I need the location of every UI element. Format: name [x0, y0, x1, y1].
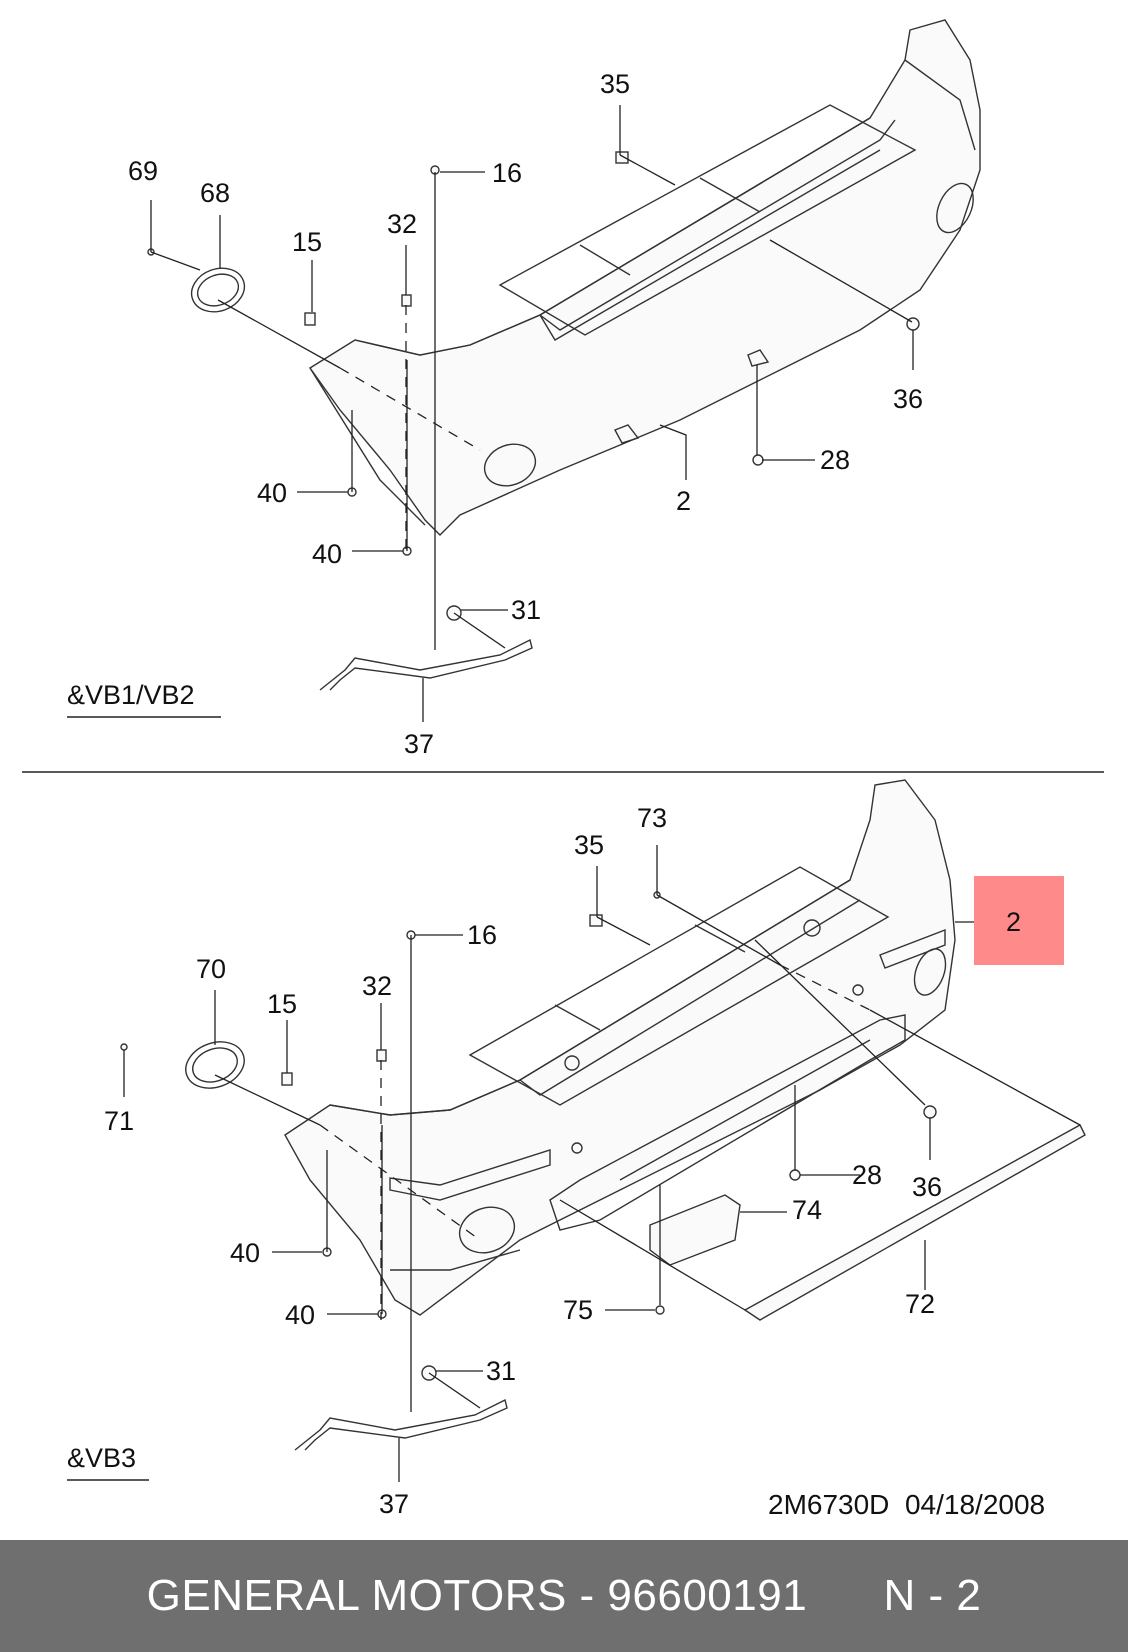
callout-70-bottom: 70: [196, 954, 226, 984]
bottom-assembly: [120, 779, 1086, 1482]
callout-28-bottom: 28: [852, 1160, 882, 1190]
callout-15-top: 15: [292, 227, 322, 257]
drawing-code: 2M6730D 04/18/2008: [768, 1489, 1045, 1520]
reinforcement-bottom: [468, 866, 890, 1106]
callout-35-bottom: 35: [574, 830, 604, 860]
bracket-37-top: [319, 638, 533, 691]
callout-2-bottom: 2: [1006, 907, 1021, 937]
callout-37-bottom: 37: [379, 1489, 409, 1519]
parts-diagram: 35 69 68 16 32 15 36 28 40 40 2 31 37 &V…: [22, 19, 1104, 1520]
callout-16-bottom: 16: [467, 920, 497, 950]
callout-37-top: 37: [404, 729, 434, 759]
footer-bar: GENERAL MOTORS - 96600191 N - 2: [0, 1540, 1128, 1652]
callout-40a-top: 40: [257, 478, 287, 508]
callout-28-top: 28: [820, 445, 850, 475]
bumper-fascia-bottom: [284, 779, 956, 1316]
variant-label-top: &VB1/VB2: [67, 680, 195, 710]
reinforcement-top: [498, 104, 917, 336]
callout-32-bottom: 32: [362, 971, 392, 1001]
callout-74-bottom: 74: [792, 1195, 822, 1225]
clip-35-top: [615, 151, 629, 164]
callout-32-top: 32: [387, 209, 417, 239]
callout-40b-top: 40: [312, 539, 342, 569]
bracket-37-bottom: [294, 1398, 508, 1451]
callout-68-top: 68: [200, 178, 230, 208]
callout-73-bottom: 73: [637, 803, 667, 833]
highlight-box-part-2: [974, 876, 1064, 965]
fog-lamp-bezel-top: [190, 267, 246, 313]
bracket-74: [649, 1194, 741, 1266]
callout-40a-bottom: 40: [230, 1238, 260, 1268]
callout-36-top: 36: [893, 384, 923, 414]
callout-31-bottom: 31: [486, 1356, 516, 1386]
footer-text: GENERAL MOTORS - 96600191 N - 2: [146, 1571, 982, 1620]
callout-75-bottom: 75: [563, 1295, 593, 1325]
callout-16-top: 16: [492, 158, 522, 188]
callout-72-bottom: 72: [905, 1289, 935, 1319]
callout-40b-bottom: 40: [285, 1300, 315, 1330]
callout-31-top: 31: [511, 595, 541, 625]
callout-15-bottom: 15: [267, 989, 297, 1019]
callout-35-top: 35: [600, 69, 630, 99]
callout-36-bottom: 36: [912, 1172, 942, 1202]
callout-2-top: 2: [676, 486, 691, 516]
callout-71-bottom: 71: [104, 1106, 134, 1136]
callout-69-top: 69: [128, 156, 158, 186]
variant-label-bottom: &VB3: [67, 1443, 136, 1473]
skid-plate-72: [743, 1124, 1086, 1321]
bumper-fascia-top: [308, 19, 981, 536]
top-assembly: [147, 19, 981, 722]
fog-lamp-bezel-bottom: [185, 1041, 245, 1089]
